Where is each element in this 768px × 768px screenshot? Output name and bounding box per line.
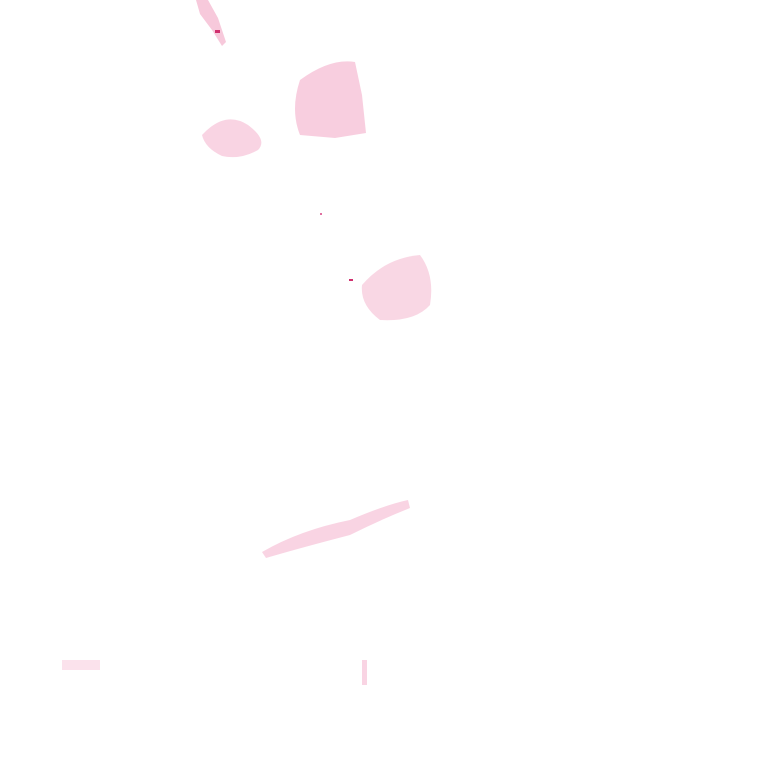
dark-speck-1 (215, 30, 220, 33)
tissue-speck-bottom-left (62, 660, 100, 670)
tissue-strip-top (196, 0, 226, 46)
dark-speck-2 (349, 279, 353, 281)
tissue-streak-lower (262, 500, 410, 558)
tissue-fragment-large (295, 61, 366, 138)
tissue-fragment-middle (361, 255, 432, 321)
dark-speck-3 (320, 213, 322, 215)
tissue-speck-bottom (362, 660, 367, 685)
tissue-fragment-left (202, 119, 262, 158)
